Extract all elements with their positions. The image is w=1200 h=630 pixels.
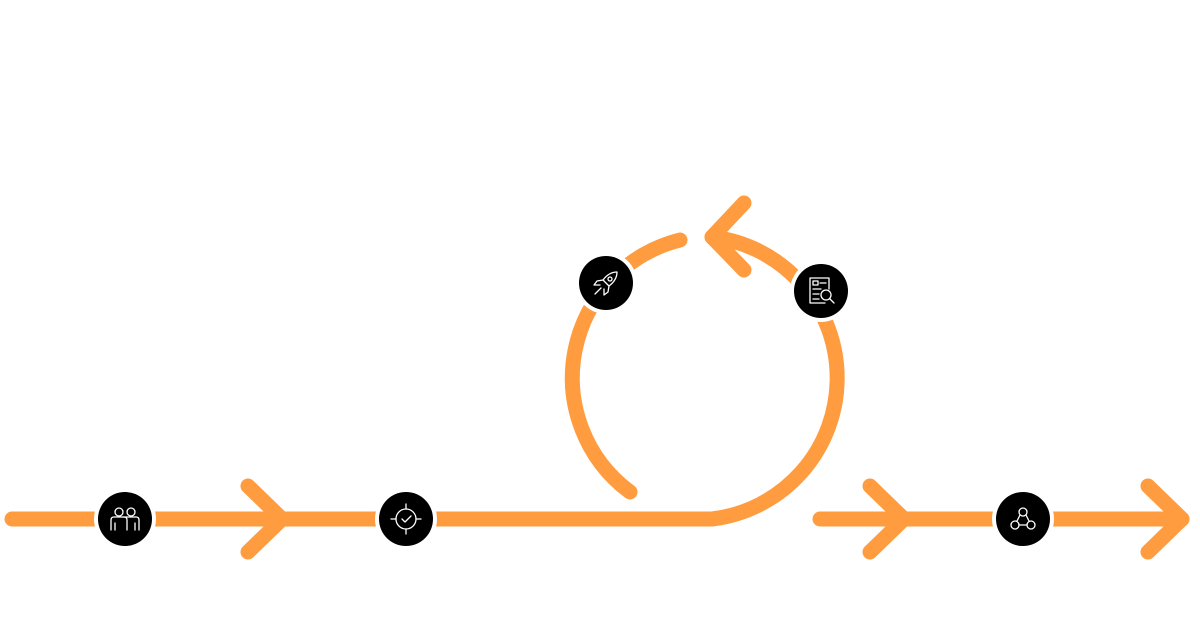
arrowhead-right-1 bbox=[240, 478, 290, 560]
people-icon bbox=[110, 507, 140, 531]
step-node-target bbox=[375, 488, 437, 550]
arrowhead-right-end bbox=[1140, 478, 1190, 560]
loop-path bbox=[514, 229, 845, 527]
rocket-icon bbox=[593, 271, 618, 296]
arrowhead-right-2 bbox=[862, 478, 912, 560]
step-node-review bbox=[790, 260, 852, 322]
target-check-icon bbox=[390, 503, 422, 535]
step-node-launch bbox=[575, 252, 637, 314]
step-node-network bbox=[992, 488, 1054, 550]
loop-left-arc bbox=[564, 232, 688, 500]
step-node-team bbox=[94, 488, 156, 550]
network-icon bbox=[1010, 507, 1036, 530]
document-search-icon bbox=[809, 277, 835, 304]
arrowhead-left-loop bbox=[704, 195, 752, 278]
